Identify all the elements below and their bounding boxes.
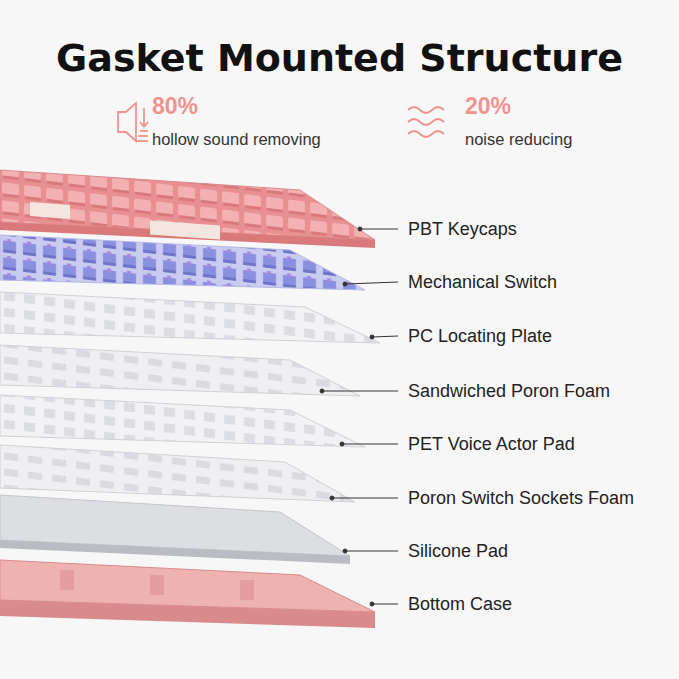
part-label: Mechanical Switch — [408, 272, 557, 293]
stat-label: noise reducing — [465, 130, 572, 149]
stat-value: 80% — [152, 93, 198, 120]
part-label: PET Voice Actor Pad — [408, 434, 575, 455]
part-label: PC Locating Plate — [408, 326, 552, 347]
part-label: Bottom Case — [408, 594, 512, 615]
stat-label: hollow sound removing — [152, 130, 321, 149]
title: Gasket Mounted Structure — [0, 36, 679, 80]
part-label: Poron Switch Sockets Foam — [408, 488, 634, 509]
part-label: Silicone Pad — [408, 541, 508, 562]
part-label: Sandwiched Poron Foam — [408, 381, 610, 402]
stat-value: 20% — [465, 93, 511, 120]
part-label: PBT Keycaps — [408, 219, 517, 240]
